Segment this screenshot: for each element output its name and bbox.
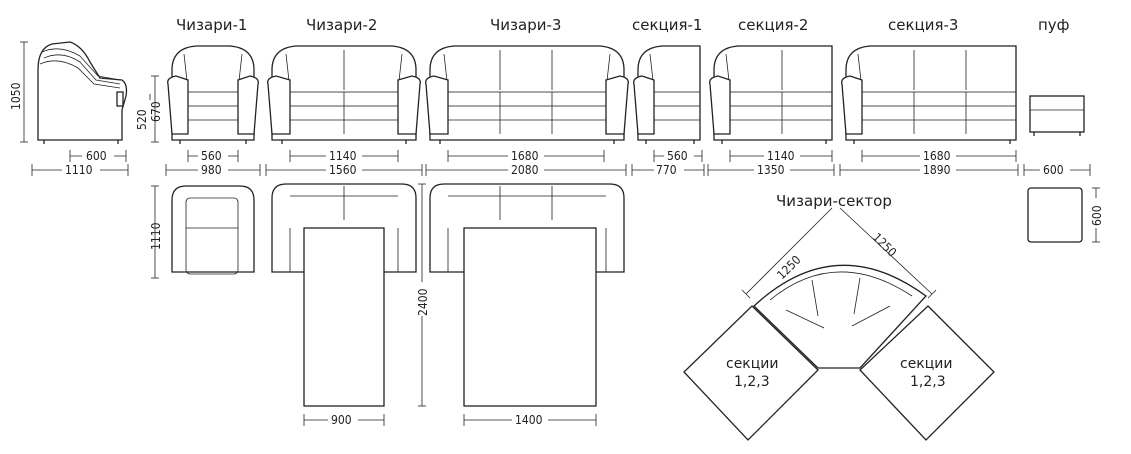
- chizari-2-w: 1140: [329, 149, 357, 163]
- sector-dim-right: 1250: [839, 207, 937, 299]
- label-sector: Чизари-сектор: [776, 192, 892, 210]
- side-height-value: 1050: [9, 82, 23, 110]
- bed-2-w: 900: [331, 413, 352, 427]
- sector-corner: [753, 264, 927, 369]
- puf-w: 600: [1043, 163, 1064, 177]
- sections-right-line1: секции: [900, 356, 953, 372]
- chizari-1-h670: 670: [149, 101, 163, 122]
- chizari-2-total: 1560: [329, 163, 357, 177]
- sekciya-2-total: 1350: [757, 163, 785, 177]
- front-chizari-1: [167, 45, 259, 144]
- side-depth-dim: 1110: [31, 162, 129, 177]
- chizari-1-total: 980: [201, 163, 222, 177]
- sector-dim-left: 1250: [741, 207, 833, 299]
- bed-length-value: 2400: [416, 288, 430, 316]
- front-sekciya-2: [709, 45, 833, 144]
- chizari-3-w: 1680: [511, 149, 539, 163]
- chizari-1-h520: 520: [135, 109, 149, 130]
- chizari-1-w: 560: [201, 149, 222, 163]
- chizari-2-width-dims: 1140 1560: [265, 148, 423, 177]
- sector-sections-left: секции 1,2,3: [683, 305, 819, 441]
- bed-length-dim: 2400: [414, 183, 430, 407]
- puf-width-dim: 600: [1023, 162, 1091, 177]
- side-seat-dim: 600: [69, 148, 127, 163]
- label-chizari-1: Чизари-1: [176, 16, 247, 34]
- sekciya-3-w: 1680: [923, 149, 951, 163]
- sections-left-line1: секции: [726, 356, 779, 372]
- top-depth-dim: 1110: [149, 185, 163, 279]
- front-chizari-2: [267, 45, 421, 144]
- sekciya-3-width-dims: 1680 1890: [839, 148, 1019, 177]
- bed-2-width-dim: 900: [303, 412, 385, 427]
- top-chizari-1: [171, 185, 255, 275]
- top-depth-value: 1110: [149, 222, 163, 250]
- label-sekciya-2: секция-2: [738, 16, 808, 34]
- sekciya-2-w: 1140: [767, 149, 795, 163]
- sections-right-line2: 1,2,3: [910, 374, 946, 390]
- sekciya-2-width-dims: 1140 1350: [707, 148, 835, 177]
- top-chizari-2: [271, 183, 417, 407]
- label-sekciya-3: секция-3: [888, 16, 958, 34]
- bed-3-w: 1400: [515, 413, 543, 427]
- bed-3-width-dim: 1400: [463, 412, 597, 427]
- sector-right-value: 1250: [870, 230, 899, 259]
- top-puf: [1027, 187, 1083, 243]
- sector-sections-right: секции 1,2,3: [859, 305, 995, 441]
- sekciya-3-total: 1890: [923, 163, 951, 177]
- side-height-dim: 1050: [9, 41, 28, 143]
- chizari-1-height-dims: 670 520: [135, 75, 163, 143]
- front-puf: [1029, 95, 1085, 136]
- label-sekciya-1: секция-1: [632, 16, 702, 34]
- side-view-profile: [37, 41, 128, 144]
- label-chizari-2: Чизари-2: [306, 16, 377, 34]
- side-depth-value: 1110: [65, 163, 93, 177]
- label-chizari-3: Чизари-3: [490, 16, 561, 34]
- side-seat-value: 600: [86, 149, 107, 163]
- label-puf: пуф: [1038, 16, 1070, 34]
- sekciya-1-width-dims: 560 770: [631, 148, 705, 177]
- top-chizari-3: [429, 183, 625, 407]
- sector-left-value: 1250: [774, 253, 803, 282]
- puf-h: 600: [1090, 205, 1104, 226]
- sekciya-1-total: 770: [656, 163, 677, 177]
- chizari-3-width-dims: 1680 2080: [425, 148, 627, 177]
- front-sekciya-3: [841, 45, 1017, 144]
- chizari-1-width-dims: 560 980: [165, 148, 261, 177]
- chizari-3-total: 2080: [511, 163, 539, 177]
- front-chizari-3: [425, 45, 629, 144]
- sections-left-line2: 1,2,3: [734, 374, 770, 390]
- sekciya-1-w: 560: [667, 149, 688, 163]
- puf-height-dim: 600: [1090, 187, 1104, 243]
- front-sekciya-1: [633, 45, 701, 144]
